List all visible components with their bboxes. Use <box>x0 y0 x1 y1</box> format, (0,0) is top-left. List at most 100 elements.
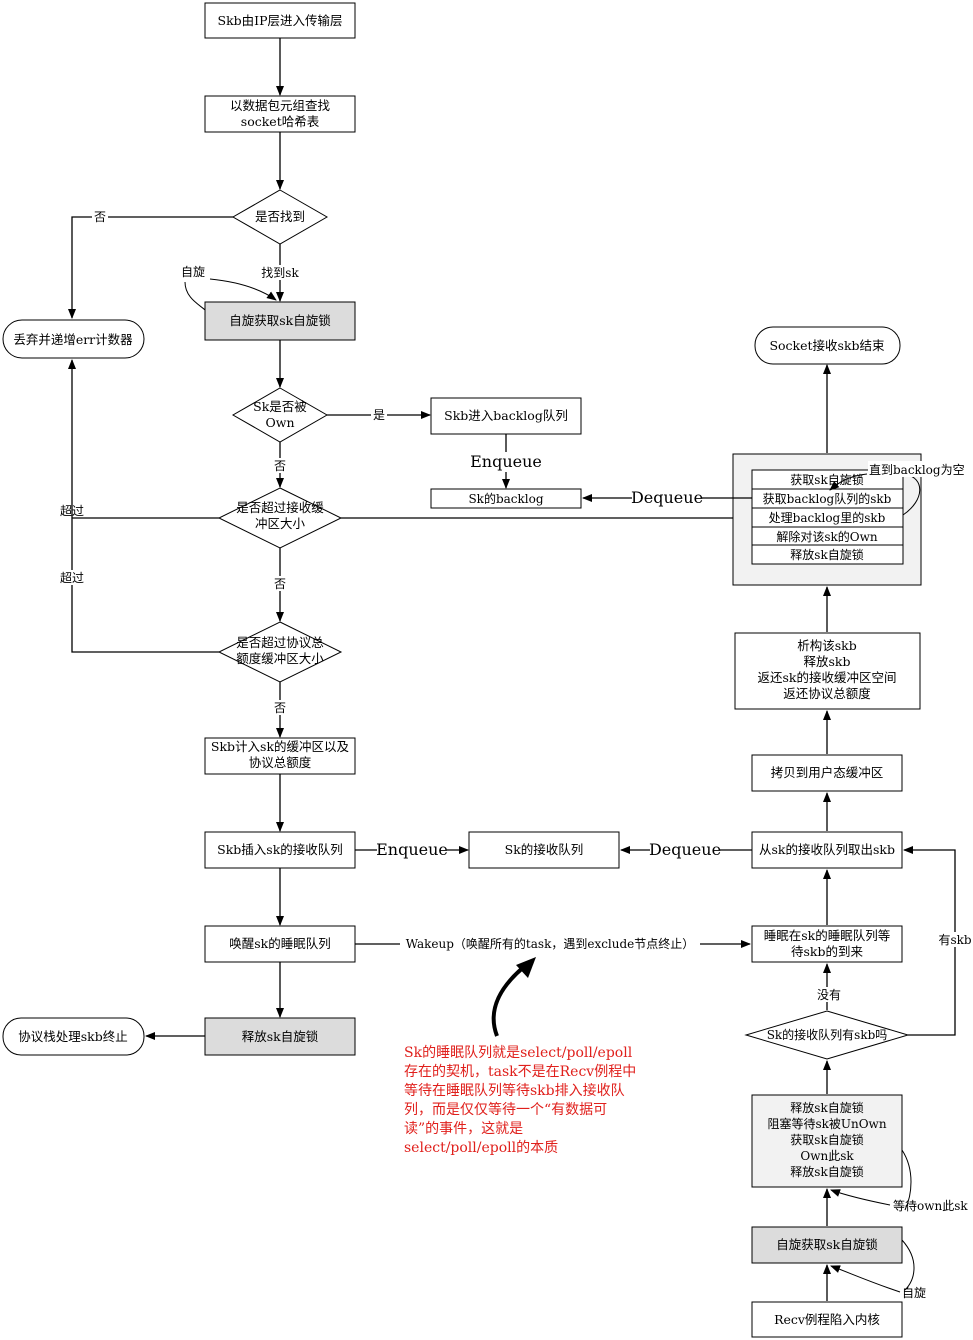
decision-has-skb: Sk的接收队列有skb吗 <box>744 1010 910 1060</box>
terminal-socket-end: Socket接收skb结束 <box>754 326 901 365</box>
label-bg <box>258 265 302 280</box>
label-no: 否 <box>94 210 106 224</box>
label-bg <box>470 452 542 472</box>
node-text: 冲区大小 <box>255 516 306 531</box>
node-text: 阻塞等待sk被UnOwn <box>767 1116 886 1131</box>
node-text: 丢弃并递增err计数器 <box>13 332 133 347</box>
note-pointer-head <box>516 957 536 978</box>
label-yes: 是 <box>373 408 385 422</box>
node-text: 拷贝到用户态缓冲区 <box>771 765 884 780</box>
label-enqueue-backlog: Enqueue <box>470 452 542 471</box>
node-recv-queue: Sk的接收队列 <box>468 831 620 869</box>
node-text: 待skb的到来 <box>791 944 863 959</box>
node-text: 睡眠在sk的睡眠队列等 <box>764 928 891 943</box>
node-spin-lock-recv: 自旋获取sk自旋锁 <box>751 1226 903 1264</box>
node-text: socket哈希表 <box>241 114 320 129</box>
inner-step: 获取backlog队列的skb <box>763 491 892 506</box>
label-bg <box>371 408 387 423</box>
curve-spin-recv <box>901 1239 915 1291</box>
decision-exceed-recv-buffer: 是否超过接收缓 冲区大小 <box>217 487 343 549</box>
node-text: select/poll/epoll的本质 <box>404 1140 558 1156</box>
inner-step: 释放sk自旋锁 <box>790 547 863 562</box>
node-spin-lock: 自旋获取sk自旋锁 <box>204 301 356 341</box>
node-text: Sk的睡眠队列就是select/poll/epoll <box>404 1045 633 1061</box>
label-bg <box>56 570 88 585</box>
node-release-lock: 释放sk自旋锁 <box>204 1017 356 1056</box>
decision-exceed-proto-quota: 是否超过协议总 额度缓冲区大小 <box>217 621 343 683</box>
terminal-drop-err: 丢弃并递增err计数器 <box>2 319 145 359</box>
node-backlog-queue: Sk的backlog <box>430 488 582 509</box>
node-text: Recv例程陷入内核 <box>774 1312 880 1327</box>
node-text: 释放sk自旋锁 <box>790 1164 863 1179</box>
node-text: 是否找到 <box>255 209 305 224</box>
node-text: 读”的事件，这就是 <box>404 1120 523 1137</box>
label-bg <box>632 488 702 508</box>
label-found-sk: 找到sk <box>261 266 299 280</box>
node-recv-enter-kernel: Recv例程陷入内核 <box>751 1301 903 1338</box>
node-text: 列，而是仅仅等待一个“有数据可 <box>404 1101 607 1118</box>
label-no: 否 <box>274 459 286 473</box>
node-lookup-socket-hash: 以数据包元组查找 socket哈希表 <box>204 95 356 133</box>
label-bg <box>92 209 108 225</box>
label-dequeue-recv: Dequeue <box>649 840 721 859</box>
label-bg <box>272 700 288 715</box>
node-text: Sk的backlog <box>468 491 543 506</box>
node-text: 协议栈处理skb终止 <box>18 1029 128 1044</box>
node-charge-buffer: Skb计入sk的缓冲区以及 协议总额度 <box>204 737 356 775</box>
node-text: Skb计入sk的缓冲区以及 <box>211 739 350 754</box>
label-wait-own: 等待own此sk <box>893 1199 968 1213</box>
curve-spin-arrow <box>209 278 277 301</box>
label-bg <box>400 935 700 952</box>
node-text: 以数据包元组查找 <box>230 98 331 113</box>
inner-step: 处理backlog里的skb <box>769 510 886 525</box>
node-text: 获取sk自旋锁 <box>790 1132 863 1147</box>
note-select-poll-epoll: Sk的睡眠队列就是select/poll/epoll 存在的契机，task不是在… <box>404 1045 636 1156</box>
inner-step: 获取sk自旋锁 <box>790 472 863 487</box>
label-spin-recv: 自旋 <box>902 1286 926 1300</box>
node-text: 释放sk自旋锁 <box>242 1029 319 1044</box>
node-text: 释放skb <box>804 654 851 669</box>
label-has-skb: 有skb <box>938 933 971 947</box>
label-spin: 自旋 <box>181 265 205 279</box>
node-text: 唤醒sk的睡眠队列 <box>229 936 331 951</box>
node-text: Skb插入sk的接收队列 <box>217 842 343 857</box>
label-until-empty: 直到backlog为空 <box>869 463 965 477</box>
node-text: Skb由IP层进入传输层 <box>218 13 343 28</box>
node-text: Sk的接收队列 <box>505 842 584 857</box>
node-text: 返还sk的接收缓冲区空间 <box>758 670 897 685</box>
decision-found: 是否找到 <box>231 189 329 245</box>
loop-curve-arrow <box>829 473 868 491</box>
node-text: 是否超过协议总 <box>236 635 324 650</box>
label-no: 否 <box>274 577 286 591</box>
node-text: 自旋获取sk自旋锁 <box>229 313 331 328</box>
label-wakeup: Wakeup（唤醒所有的task，遇到exclude节点终止） <box>406 936 695 951</box>
node-text: 协议总额度 <box>249 755 312 770</box>
label-none: 没有 <box>817 987 841 1002</box>
node-insert-recv-queue: Skb插入sk的接收队列 <box>204 831 356 869</box>
curve-spin <box>184 281 206 311</box>
label-bg <box>815 987 843 1002</box>
label-bg <box>868 461 972 477</box>
node-text: 从sk的接收队列取出skb <box>759 842 895 857</box>
label-no: 否 <box>274 701 286 715</box>
node-text: Sk的接收队列有skb吗 <box>767 1027 888 1042</box>
node-text: 返还协议总额度 <box>783 686 871 701</box>
label-bg <box>377 840 447 860</box>
node-text: 额度缓冲区大小 <box>236 651 324 666</box>
node-text: 等待在睡眠队列等待skb排入接收队 <box>404 1082 625 1099</box>
label-bg <box>650 840 720 860</box>
node-wake-sleep-queue: 唤醒sk的睡眠队列 <box>204 925 356 963</box>
decision-owned: Sk是否被 Own <box>231 387 329 443</box>
node-text: Own此sk <box>800 1149 854 1163</box>
arrow-not-found <box>68 216 233 319</box>
node-text: Own <box>266 415 295 430</box>
terminal-stack-end: 协议栈处理skb终止 <box>2 1017 145 1056</box>
label-bg <box>272 576 288 591</box>
node-text: Skb进入backlog队列 <box>444 408 568 423</box>
inner-step: 解除对该sk的Own <box>776 529 878 544</box>
label-dequeue-backlog: Dequeue <box>631 488 703 507</box>
node-text: Socket接收skb结束 <box>769 338 885 353</box>
node-backlog-enter: Skb进入backlog队列 <box>430 397 582 435</box>
label-enqueue-recv: Enqueue <box>376 840 448 859</box>
